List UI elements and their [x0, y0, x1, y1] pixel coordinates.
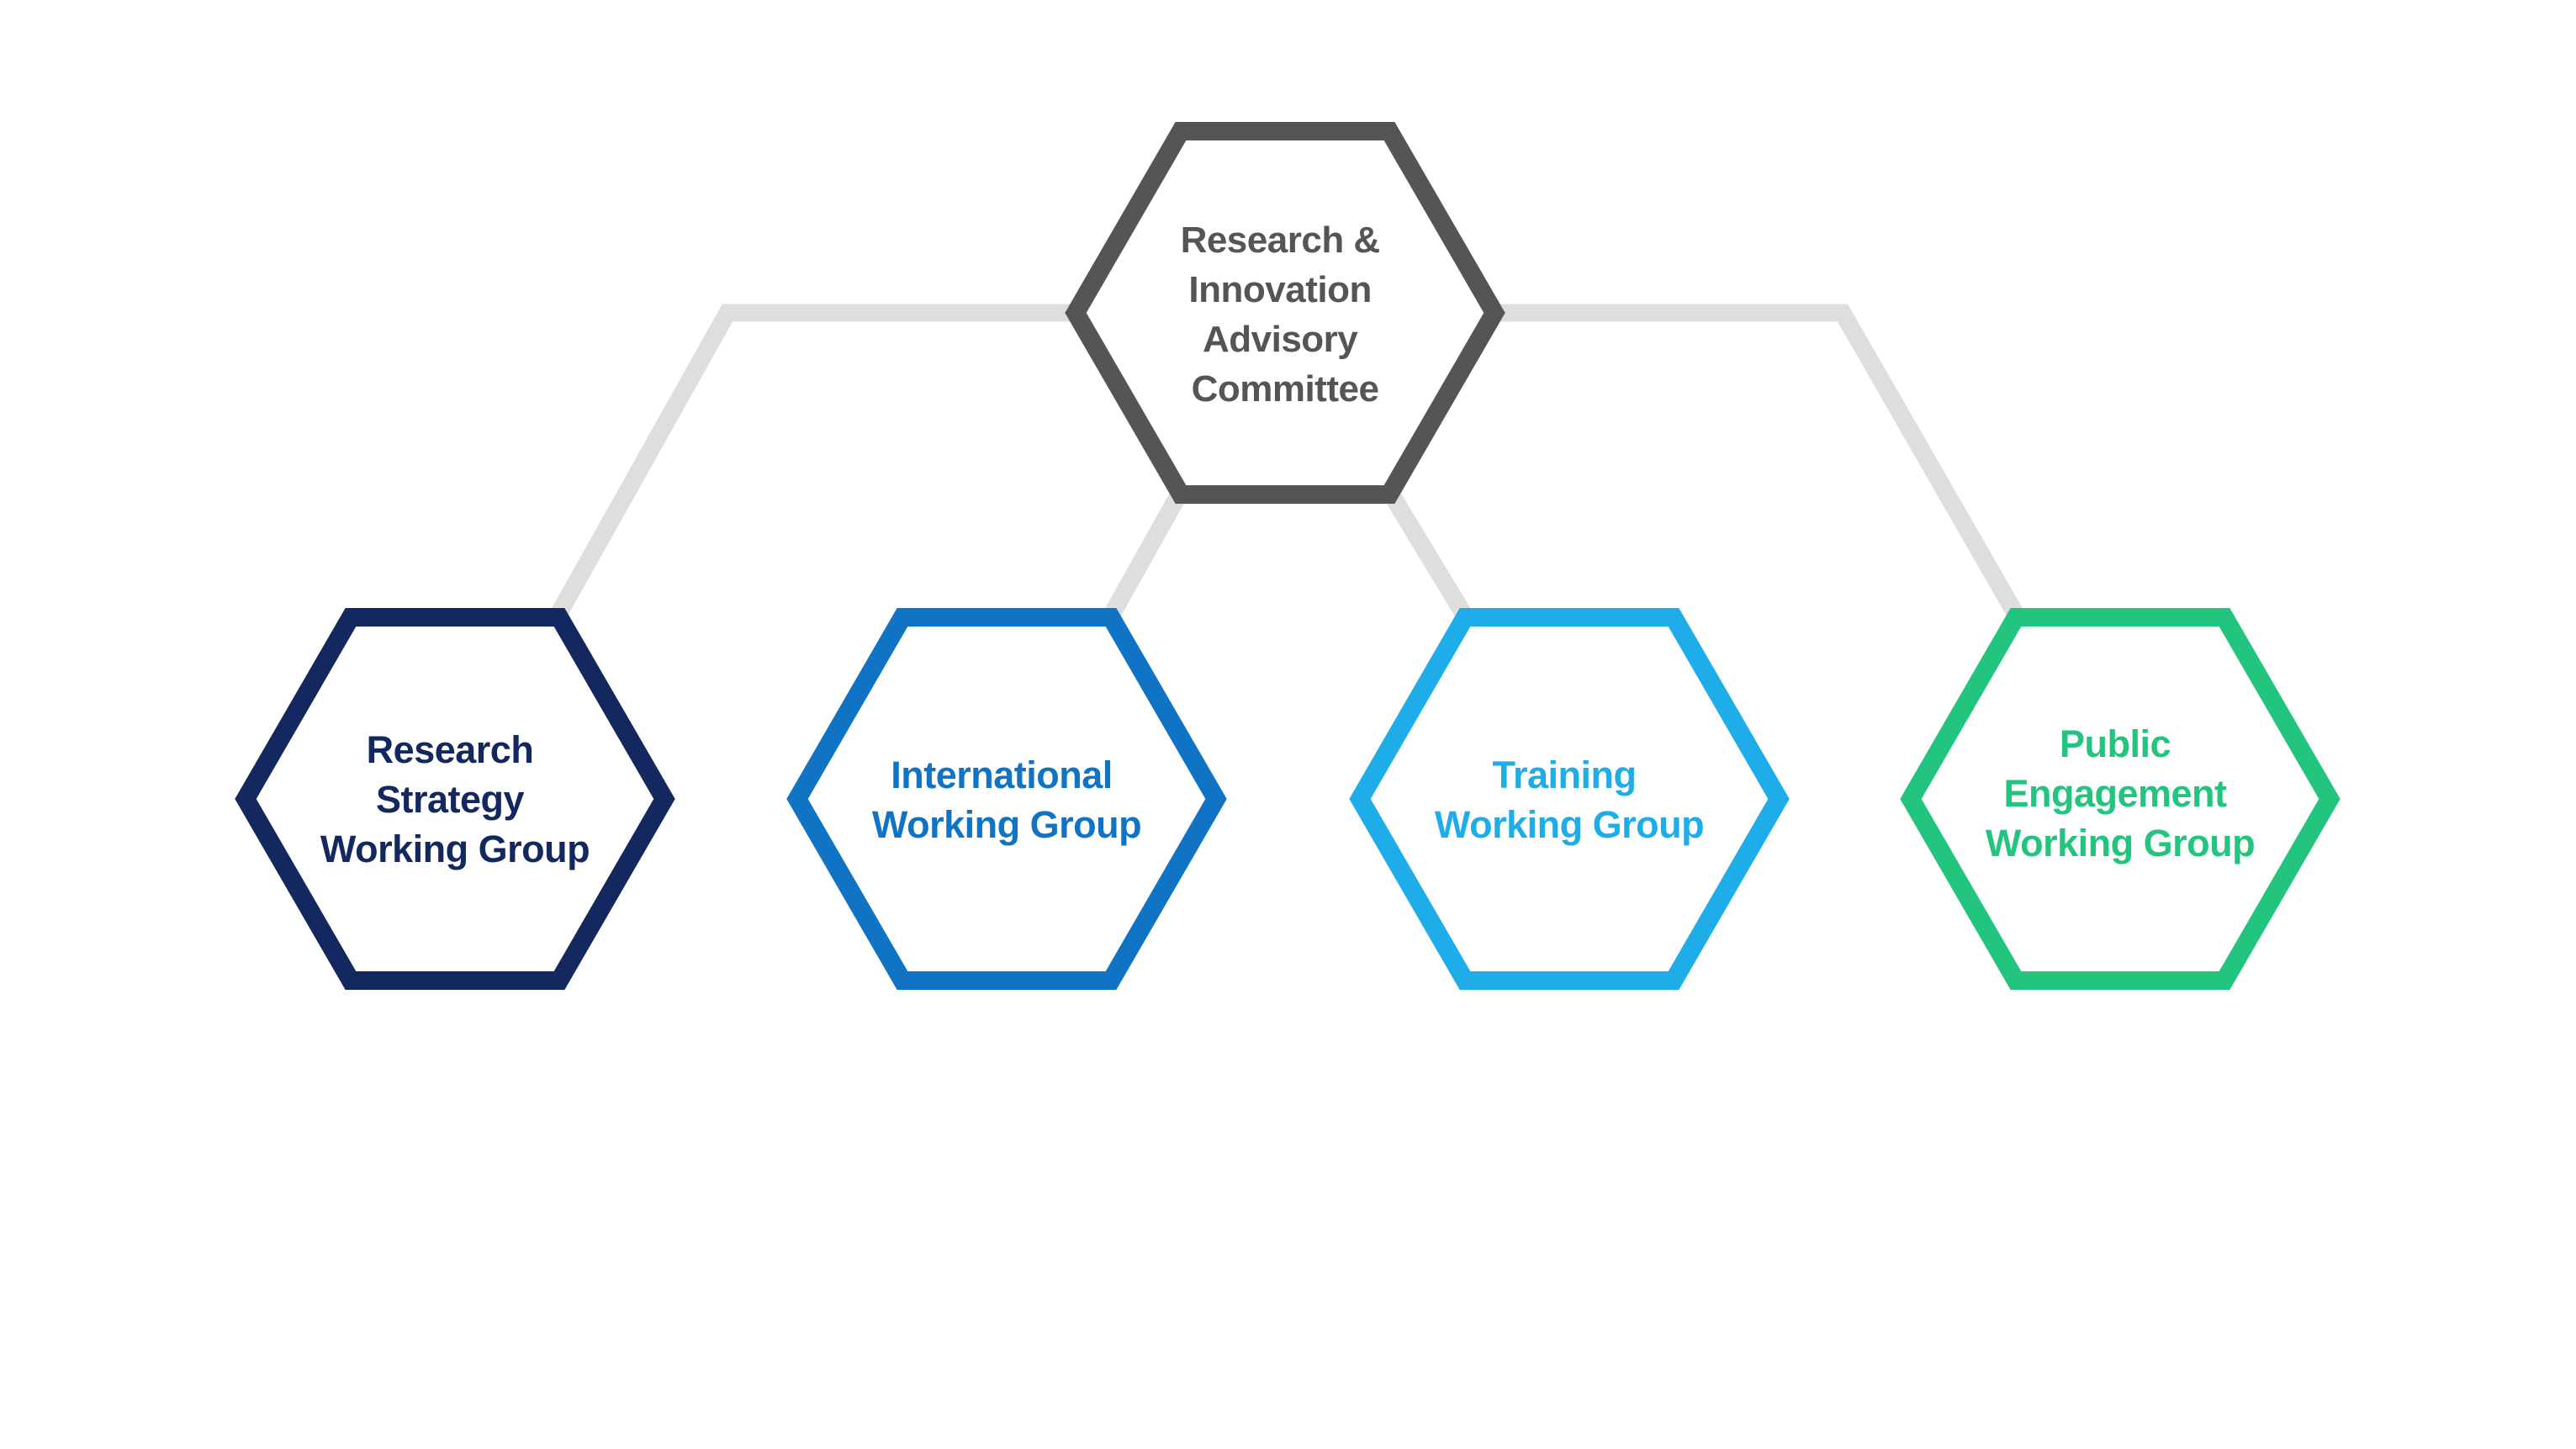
node-research-strategy-working-group: Research Strategy Working Group	[235, 608, 675, 990]
label-line: Working Group	[1435, 803, 1704, 846]
international-label: International Working Group	[872, 754, 1141, 846]
label-line: Research	[367, 728, 534, 771]
node-training-working-group: Training Working Group	[1349, 608, 1790, 990]
label-line: Engagement	[2003, 772, 2227, 815]
international-hexagon	[786, 608, 1227, 990]
connector-committee-to-research-strategy	[548, 304, 1076, 622]
connector-committee-to-training	[1382, 486, 1474, 624]
connector-committee-to-international	[1101, 486, 1189, 624]
label-line: Working Group	[320, 828, 590, 870]
training-label: Training Working Group	[1435, 754, 1704, 846]
label-line: Working Group	[872, 803, 1141, 846]
label-line: Innovation	[1188, 269, 1371, 310]
label-line: Advisory	[1203, 319, 1358, 360]
research-strategy-hexagon	[235, 608, 675, 990]
label-line: Working Group	[1986, 822, 2255, 865]
label-line: Public	[2060, 722, 2171, 765]
connector-committee-to-public-engagement	[1494, 304, 2026, 622]
research-strategy-label: Research Strategy Working Group	[320, 728, 590, 870]
node-public-engagement-working-group: Public Engagement Working Group	[1900, 608, 2341, 990]
advisory-committee-hexagon	[1065, 122, 1505, 504]
connectors	[548, 304, 2026, 624]
label-line: Strategy	[376, 778, 525, 821]
label-line: Research &	[1181, 219, 1380, 261]
node-advisory-committee: Research & Innovation Advisory Committee	[1065, 122, 1505, 504]
label-line: Committee	[1192, 368, 1379, 410]
public-engagement-hexagon	[1900, 608, 2341, 990]
training-hexagon	[1349, 608, 1790, 990]
label-line: International	[891, 754, 1113, 796]
node-international-working-group: International Working Group	[786, 608, 1227, 990]
public-engagement-label: Public Engagement Working Group	[1986, 722, 2255, 865]
label-line: Training	[1492, 754, 1636, 796]
advisory-committee-label: Research & Innovation Advisory Committee	[1181, 219, 1390, 410]
